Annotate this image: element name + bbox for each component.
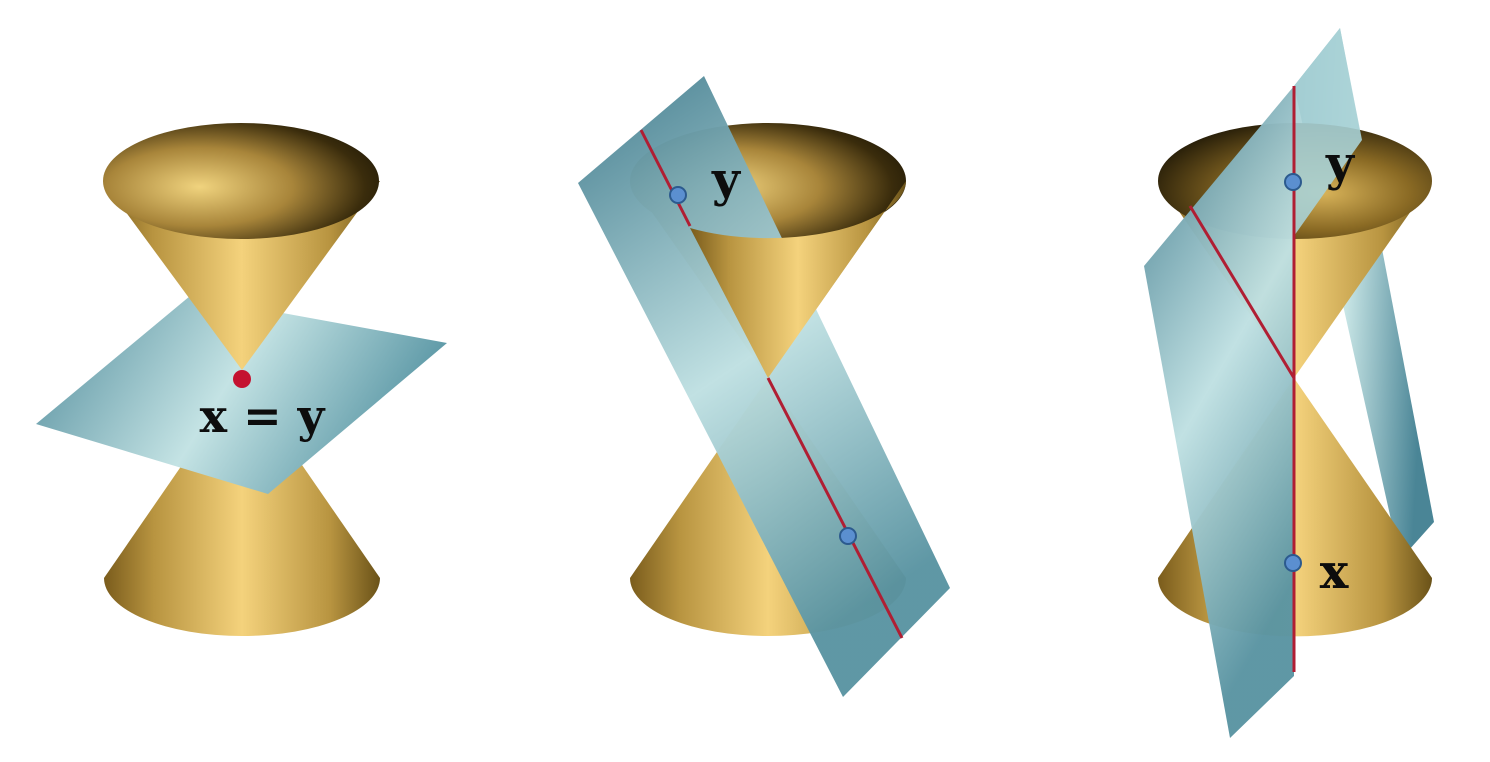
figure-single-line-section: y xyxy=(578,76,950,697)
vertex-label: x = y xyxy=(200,389,326,443)
top-point-label: y xyxy=(1325,136,1356,192)
marker-point xyxy=(1284,554,1302,572)
top-point-label: y xyxy=(711,152,742,208)
figure-two-line-section: y x xyxy=(1144,28,1434,738)
vertex-point xyxy=(233,370,251,388)
intersection-line-diagonal xyxy=(1188,205,1296,379)
upper-cone-rim xyxy=(103,123,379,239)
upper-cone-front xyxy=(690,181,906,378)
marker-point xyxy=(839,527,857,545)
intersection-line xyxy=(639,129,692,227)
bottom-point-label: x xyxy=(1320,544,1349,600)
marker-point xyxy=(1284,173,1302,191)
cutting-plane xyxy=(36,296,447,494)
lower-cone xyxy=(104,378,380,636)
cutting-plane xyxy=(578,76,950,697)
figure-point-section: x = y xyxy=(36,123,447,636)
cutting-plane-front xyxy=(1144,86,1294,738)
intersection-line-lower xyxy=(766,377,904,639)
cutting-plane-inner xyxy=(1294,28,1362,236)
marker-point xyxy=(669,186,687,204)
